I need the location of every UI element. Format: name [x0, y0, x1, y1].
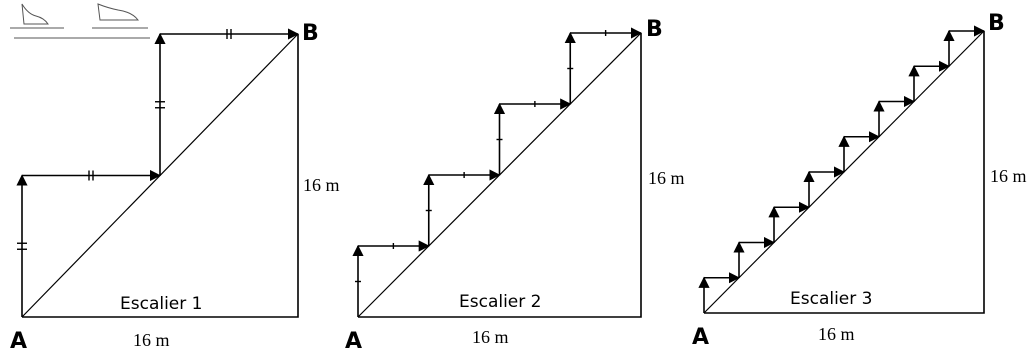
diagonal-ab-2 [357, 32, 642, 318]
point-a-2: A [345, 329, 362, 351]
staircase-2 [352, 27, 643, 317]
diagram-1: A B 16 m 16 m Escalier 1 [10, 21, 340, 351]
point-a-3: A [692, 325, 709, 350]
triangle-frame-2 [358, 33, 642, 318]
staircase-1 [16, 28, 300, 317]
diagonal-ab-3 [703, 30, 985, 314]
triangle-frame-1 [22, 34, 299, 318]
stair-title-1: Escalier 1 [120, 294, 202, 314]
point-b-1: B [302, 21, 319, 46]
base-label-3: 16 m [818, 324, 855, 344]
diagonal-ab-1 [21, 33, 299, 318]
triangle-frame-3 [704, 31, 985, 314]
shoe-sketch-icon [10, 3, 150, 39]
point-b-3: B [988, 11, 1005, 36]
point-b-2: B [646, 17, 663, 42]
height-label-3: 16 m [990, 166, 1027, 186]
diagram-3: A B 16 m 16 m Escalier 3 [692, 11, 1027, 350]
base-label-2: 16 m [472, 327, 509, 347]
point-a-1: A [10, 329, 27, 351]
staircase-3 [698, 25, 986, 313]
height-label-2: 16 m [648, 168, 685, 188]
stair-title-2: Escalier 2 [459, 292, 541, 312]
diagram-2: A B 16 m 16 m Escalier 2 [345, 17, 685, 351]
height-label-1: 16 m [303, 175, 340, 195]
stair-title-3: Escalier 3 [790, 289, 872, 309]
base-label-1: 16 m [133, 330, 170, 350]
